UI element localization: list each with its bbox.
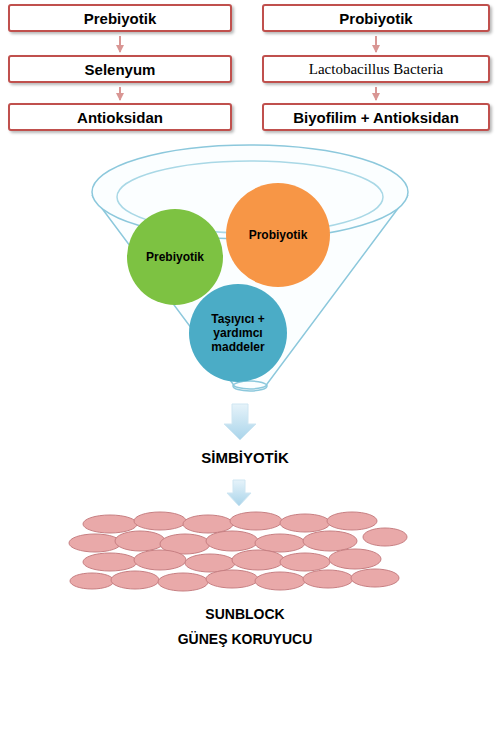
flow-arrow	[119, 87, 121, 100]
skin-cells	[69, 512, 407, 591]
process-box: Biyofilim + Antioksidan	[262, 103, 490, 131]
node-text-group: Biyofilim + Antioksidan	[293, 109, 459, 126]
node-text: Lactobacillus Bacteria	[309, 61, 444, 78]
node-text: Probiyotik	[339, 10, 412, 27]
process-box: Prebiyotik	[8, 4, 232, 32]
ingredient-circle: Probiyotik	[226, 183, 330, 287]
caption-text: GÜNEŞ KORUYUCU	[95, 631, 395, 647]
process-box: Lactobacillus Bacteria	[262, 55, 490, 83]
caption-text: SİMBİYOTİK	[95, 449, 395, 466]
node-text: Taşıyıcı + yardımcı maddeler	[201, 312, 275, 354]
caption-text: SUNBLOCK	[95, 606, 395, 622]
node-text: Selenyum	[85, 61, 156, 78]
down-arrow	[224, 404, 256, 440]
node-text: Probiyotik	[249, 228, 308, 242]
node-text-group: Probiyotik	[339, 10, 412, 27]
flow-arrow	[119, 36, 121, 52]
ingredient-circle: Prebiyotik	[127, 209, 223, 305]
node-text-group: Lactobacillus Bacteria	[309, 61, 444, 78]
flow-arrow	[375, 36, 377, 52]
process-box: Selenyum	[8, 55, 232, 83]
funnel	[92, 145, 408, 391]
node-text: Prebiyotik	[84, 10, 157, 27]
node-text-group: Taşıyıcı + yardımcı maddeler	[201, 312, 275, 354]
node-text-group: Selenyum	[85, 61, 156, 78]
process-box: Probiyotik	[262, 4, 490, 32]
down-arrow	[227, 480, 251, 506]
ingredient-circle: Taşıyıcı + yardımcı maddeler	[189, 284, 287, 382]
node-text-group: Probiyotik	[249, 228, 308, 242]
node-text-group: Prebiyotik	[146, 250, 204, 264]
node-text: Biyofilim + Antioksidan	[293, 109, 459, 126]
node-text-group: Antioksidan	[77, 109, 163, 126]
process-box: Antioksidan	[8, 103, 232, 131]
node-text: Prebiyotik	[146, 250, 204, 264]
node-text: Antioksidan	[77, 109, 163, 126]
flow-arrow	[375, 87, 377, 100]
node-text-group: Prebiyotik	[84, 10, 157, 27]
